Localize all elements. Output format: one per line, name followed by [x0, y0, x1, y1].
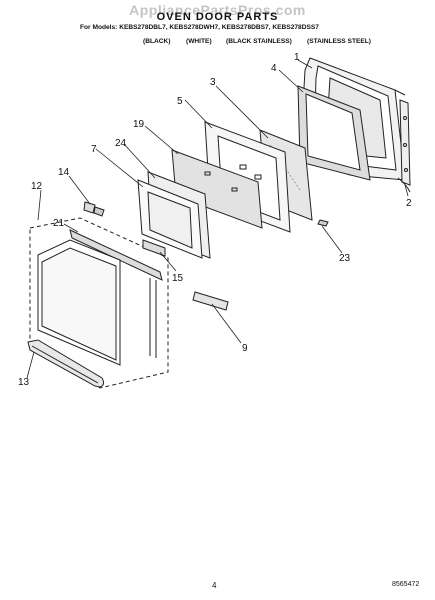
callout-7: 7 [91, 144, 97, 155]
callout-14: 14 [58, 167, 70, 178]
callout-3: 3 [210, 77, 216, 88]
part-13-handle [27, 339, 105, 388]
color-black: (BLACK) [143, 38, 171, 45]
part-19-insulation [171, 149, 263, 229]
model-list: For Models: KEBS278DBL7, KEBS278DWH7, KE… [80, 24, 319, 31]
part-21-top-trim [69, 229, 163, 281]
part-23-screw [317, 219, 329, 227]
part-14-bracket [83, 201, 105, 217]
callout-21: 21 [53, 218, 65, 229]
watermark: AppliancePartsPros.com [129, 2, 306, 18]
page-title: OVEN DOOR PARTS [156, 11, 279, 23]
callout-12: 12 [31, 181, 43, 192]
callout-24: 24 [115, 138, 127, 149]
callout-labels: 1 2 3 4 5 19 7 24 14 12 21 15 23 9 13 [18, 52, 412, 388]
part-2-hinge [397, 99, 411, 193]
callout-5: 5 [177, 96, 183, 107]
color-white: (WHITE) [186, 38, 212, 45]
part-4-gasket [297, 85, 371, 181]
document-number: 8565472 [392, 581, 420, 588]
part-9-handle-trim [192, 291, 229, 311]
callout-19: 19 [133, 119, 145, 130]
part-7-inner-glass [137, 179, 203, 259]
door-outer-panel [37, 239, 157, 366]
part-15-clip [142, 239, 166, 257]
color-black-stainless: (BLACK STAINLESS) [226, 38, 292, 45]
callout-4: 4 [271, 63, 277, 74]
leader-lines [26, 59, 409, 379]
callout-2: 2 [406, 198, 412, 209]
callout-13: 13 [18, 377, 30, 388]
callout-15: 15 [172, 273, 184, 284]
callout-9: 9 [242, 343, 248, 354]
page-number: 4 [212, 581, 217, 590]
callout-23: 23 [339, 253, 351, 264]
color-stainless-steel: (STAINLESS STEEL) [307, 38, 371, 45]
callout-1: 1 [294, 52, 300, 63]
